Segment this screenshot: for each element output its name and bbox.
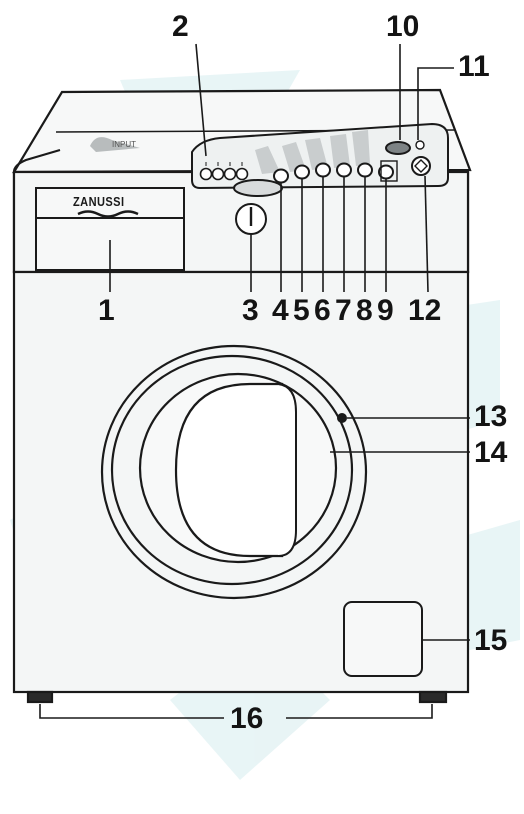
callout-5: 5 — [293, 294, 310, 327]
foot-right — [418, 690, 448, 704]
door-lock-indicator — [415, 140, 425, 150]
brand-logo: ZANUSSI — [73, 194, 125, 209]
callout-1: 1 — [98, 294, 115, 327]
option-ticks — [205, 162, 243, 166]
callout-8: 8 — [356, 294, 373, 327]
callout-15: 15 — [474, 624, 508, 657]
callout-10: 10 — [386, 10, 420, 43]
control-panel — [191, 122, 449, 197]
callout-6: 6 — [314, 294, 331, 327]
foot-left — [26, 690, 54, 704]
start-icon — [414, 159, 428, 173]
function-buttons[interactable] — [273, 162, 394, 184]
callout-14: 14 — [474, 436, 508, 469]
callout-12: 12 — [408, 294, 442, 327]
digital-display — [385, 141, 411, 155]
start-pause-button[interactable] — [411, 156, 431, 176]
callout-11: 11 — [458, 50, 490, 83]
door[interactable] — [100, 344, 368, 600]
callout-16: 16 — [230, 702, 264, 735]
model-badge: INPUT — [112, 140, 136, 149]
callout-4: 4 — [272, 294, 289, 327]
callout-7: 7 — [335, 294, 352, 327]
callout-2: 2 — [172, 10, 189, 43]
leader-lines — [39, 43, 470, 719]
display-window — [233, 179, 283, 197]
door-handle[interactable] — [277, 383, 297, 557]
filter-hatch[interactable] — [343, 601, 423, 677]
programme-knob[interactable] — [235, 203, 267, 235]
model-badge-swoosh — [90, 137, 140, 152]
callout-3: 3 — [242, 294, 259, 327]
option-buttons[interactable] — [199, 167, 249, 181]
callout-9: 9 — [377, 294, 394, 327]
door-release[interactable] — [337, 413, 347, 423]
callout-13: 13 — [474, 400, 508, 433]
button-9-frame — [380, 160, 398, 182]
